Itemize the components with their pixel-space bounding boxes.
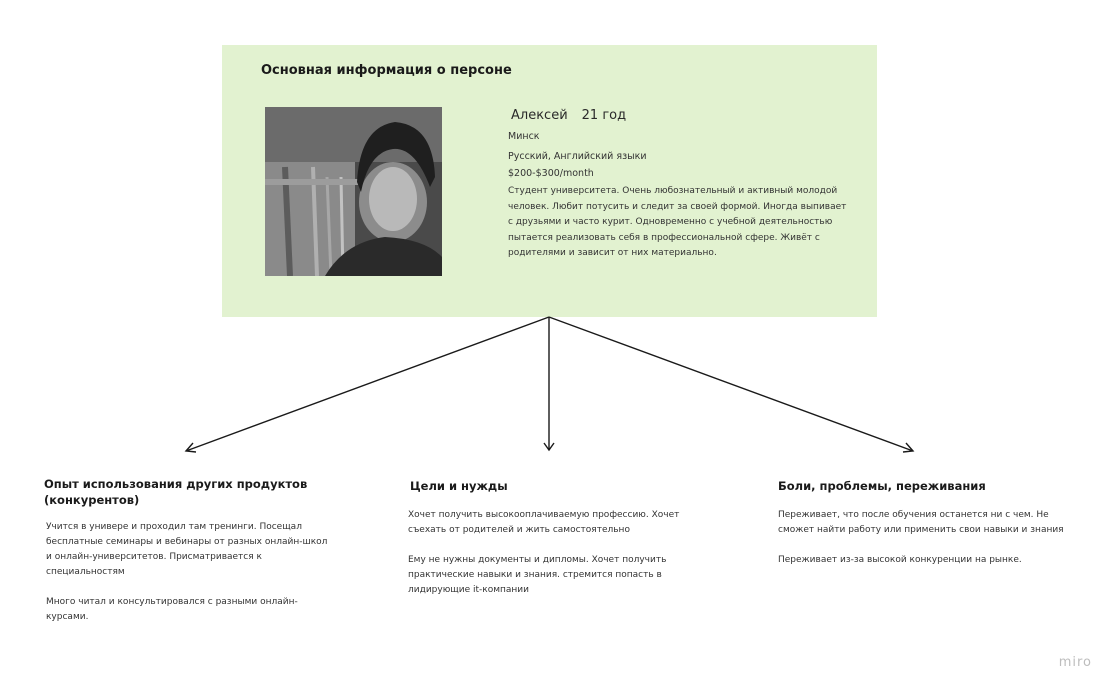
persona-name: Алексей xyxy=(511,108,568,123)
section-goals[interactable]: Цели и нужды Хочет получить высокооплачи… xyxy=(408,478,700,613)
section-experience-text: Много читал и консультировался с разными… xyxy=(46,597,298,622)
persona-description: Студент университета. Очень любознательн… xyxy=(508,186,847,258)
section-goals-title: Цели и нужды xyxy=(410,479,508,493)
section-pains[interactable]: Боли, проблемы, переживания Переживает, … xyxy=(778,478,1068,583)
persona-info: Алексей 21 год Минск Русский, Английский … xyxy=(508,107,848,262)
arrowhead-experience xyxy=(184,442,197,453)
section-pains-text: Переживает, что после обучения останется… xyxy=(778,510,1064,535)
persona-card-title: Основная информация о персоне xyxy=(261,63,512,78)
arrowhead-pains xyxy=(902,442,915,453)
section-experience-text: Учится в универе и проходил там тренинги… xyxy=(46,522,328,577)
persona-card[interactable]: Основная информация о персоне Алексей 21 … xyxy=(222,45,877,317)
persona-income: $200-$300/month xyxy=(508,168,594,179)
persona-city: Минск xyxy=(508,131,540,142)
persona-age: 21 год xyxy=(581,108,627,123)
persona-name-line: Алексей 21 год xyxy=(511,107,848,125)
section-pains-title: Боли, проблемы, переживания xyxy=(778,479,986,493)
persona-photo xyxy=(265,107,442,276)
miro-watermark: miro xyxy=(1058,655,1092,670)
section-experience[interactable]: Опыт использования других продуктов (кон… xyxy=(44,476,334,640)
section-experience-title: Опыт использования других продуктов (кон… xyxy=(44,477,308,507)
arrowhead-goals xyxy=(543,442,555,452)
persona-photo-graphic xyxy=(265,107,442,276)
section-goals-text: Хочет получить высокооплачиваемую профес… xyxy=(408,510,680,535)
section-goals-text: Ему не нужны документы и дипломы. Хочет … xyxy=(408,555,667,595)
arrow-to-pains xyxy=(548,316,914,452)
arrow-to-experience xyxy=(185,316,550,452)
persona-languages: Русский, Английский языки xyxy=(508,151,647,162)
section-pains-text: Переживает из-за высокой конкуренции на … xyxy=(778,555,1022,565)
